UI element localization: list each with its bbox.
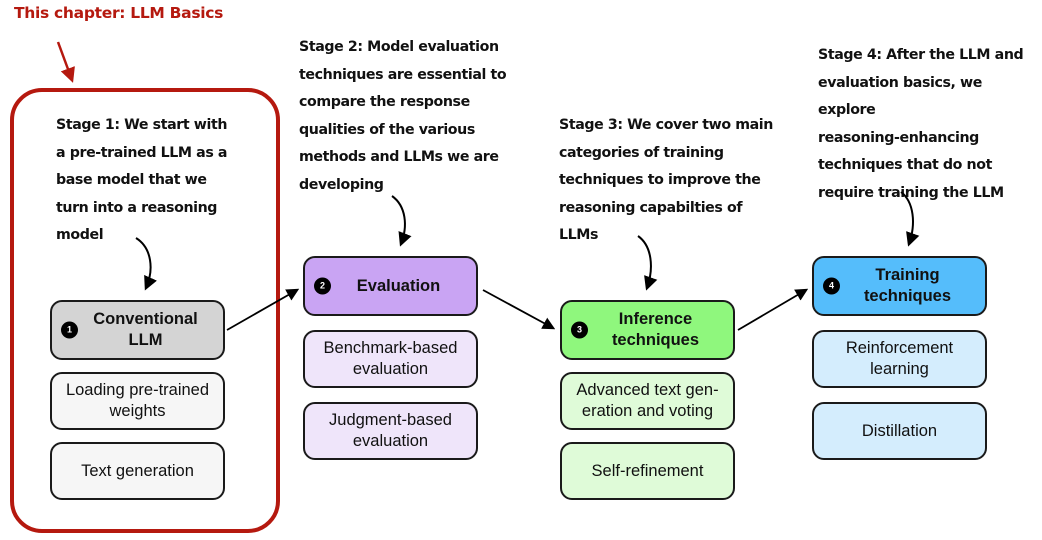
note-line: techniques to improve the bbox=[559, 172, 761, 188]
note-line: qualities of the various bbox=[299, 121, 475, 138]
note-line: model bbox=[56, 227, 104, 243]
note-line: developing bbox=[299, 176, 384, 193]
item-label: Advanced text gen-eration and voting bbox=[576, 381, 719, 420]
stage-number-badge: 1 bbox=[61, 321, 78, 339]
note-line: turn into a reasoning bbox=[56, 199, 218, 216]
note-line: evaluation basics, we explore bbox=[818, 74, 982, 119]
item-label: Self-refinement bbox=[591, 461, 704, 480]
stage-1-item-box: Text generation bbox=[50, 442, 225, 500]
chapter-pointer-arrow bbox=[56, 41, 75, 83]
note-line: Stage 2: Model evaluation bbox=[299, 39, 499, 55]
note-line: LLMs bbox=[559, 227, 599, 243]
stage-4-item-box: Distillation bbox=[812, 402, 987, 460]
stage-2-note-arrow bbox=[391, 195, 412, 247]
connector-2-to-3 bbox=[482, 289, 556, 330]
note-line: Stage 4: After the LLM and bbox=[818, 47, 1024, 63]
item-label: Distillation bbox=[861, 421, 938, 440]
chapter-label: This chapter: LLM Basics bbox=[14, 4, 224, 22]
note-line: techniques are essential to bbox=[299, 66, 507, 83]
stage-3-item-box: Advanced text gen-eration and voting bbox=[560, 372, 735, 430]
stage-2-head-box: 2 Evaluation bbox=[303, 256, 478, 316]
stage-3-item-box: Self-refinement bbox=[560, 442, 735, 500]
note-line: reasoning-enhancing bbox=[818, 129, 979, 146]
stage-number-badge: 2 bbox=[314, 277, 331, 295]
note-line: Stage 1: We start with bbox=[56, 117, 228, 133]
stage-number-badge: 3 bbox=[571, 321, 588, 339]
stage-title: Evaluation bbox=[356, 276, 441, 295]
note-line: Stage 3: We cover two main bbox=[559, 117, 773, 133]
note-line: a pre-trained LLM as a bbox=[56, 144, 228, 161]
stage-1-note: Stage 1: We start with a pre-trained LLM… bbox=[56, 112, 227, 250]
stage-number-badge: 4 bbox=[823, 277, 840, 295]
stage-3-note: Stage 3: We cover two main categories of… bbox=[559, 112, 773, 250]
note-line: methods and LLMs we are bbox=[299, 149, 499, 165]
note-line: categories of training bbox=[559, 144, 724, 161]
stage-2-note: Stage 2: Model evaluation techniques are… bbox=[299, 34, 507, 199]
note-line: require training the LLM bbox=[818, 184, 1004, 201]
note-line: compare the response bbox=[299, 94, 470, 110]
item-label: Text generation bbox=[81, 461, 194, 480]
note-line: base model that we bbox=[56, 172, 207, 188]
note-line: techniques that do not bbox=[818, 157, 992, 173]
connector-3-to-4 bbox=[737, 288, 809, 331]
stage-4-note: Stage 4: After the LLM and evaluation ba… bbox=[818, 42, 1042, 207]
note-line: reasoning capabilties of bbox=[559, 199, 743, 216]
